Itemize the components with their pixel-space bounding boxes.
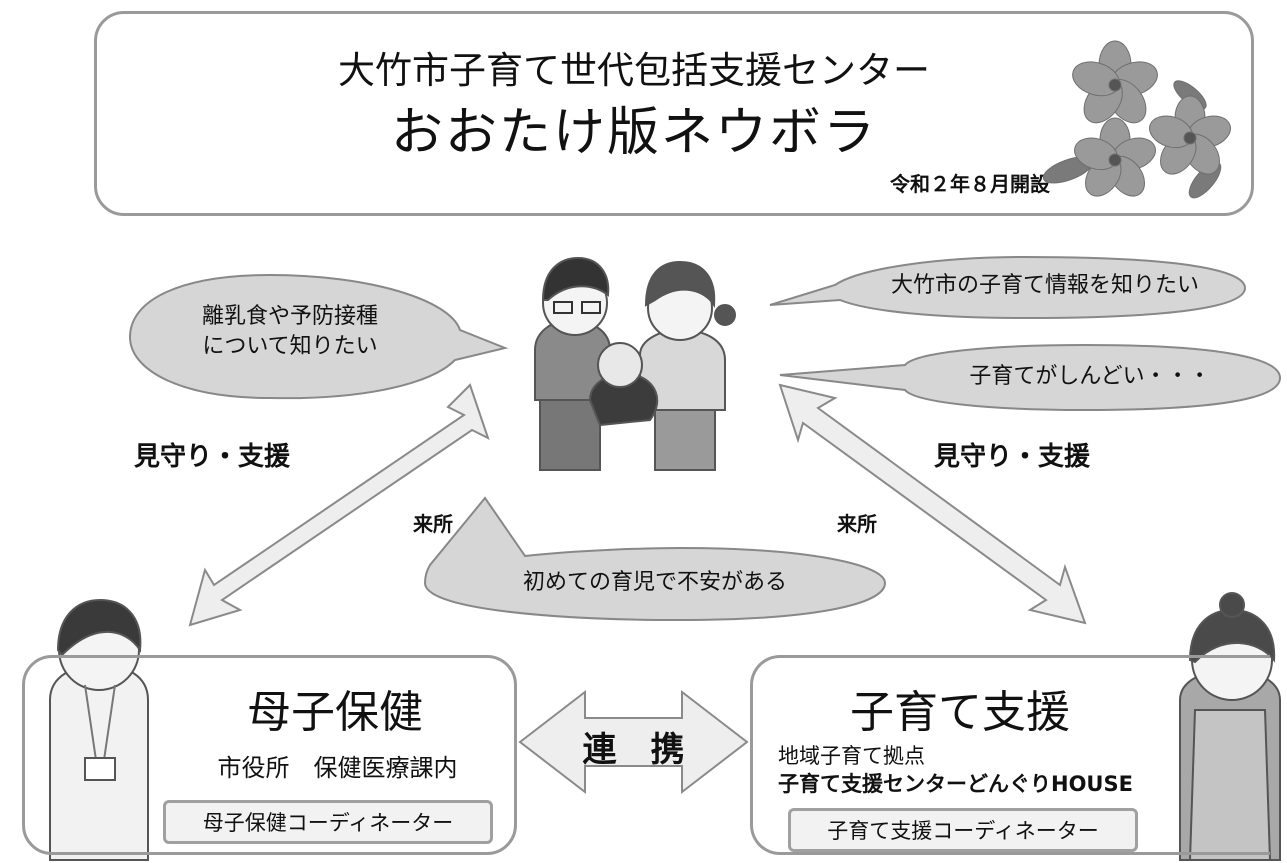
bubble-right-top-text: 大竹市の子育て情報を知りたい xyxy=(890,273,1199,298)
bubble-right-mid-text: 子育てがしんどい・・・ xyxy=(969,364,1211,389)
flower-illustration xyxy=(1042,40,1231,199)
maternal-health-location: 市役所 保健医療課内 xyxy=(217,754,458,782)
arrow-left-diagonal xyxy=(188,383,490,627)
arrow-horizontal xyxy=(518,689,749,795)
flower-2 xyxy=(1149,95,1231,175)
visit-label-right: 来所 xyxy=(837,512,877,536)
support-label-right: 見守り・支援 xyxy=(934,442,1091,472)
nurse-illustration xyxy=(49,598,149,861)
maternal-health-coordinator: 母子保健コーディネーター xyxy=(163,800,493,844)
header-subtitle: おおたけ版ネウボラ xyxy=(390,103,877,163)
bubble-right-top xyxy=(769,255,1247,320)
arrow-right-diagonal xyxy=(778,383,1087,625)
maternal-health-title: 母子保健 xyxy=(247,687,423,738)
maternal-health-panel xyxy=(22,655,517,855)
bubble-right-mid xyxy=(779,343,1282,412)
childcare-support-coordinator: 子育て支援コーディネーター xyxy=(788,808,1138,852)
bubble-left-text: 離乳食や予防接種 について知りたい xyxy=(201,304,378,359)
bubble-center xyxy=(423,496,887,622)
established-date: 令和２年８月開設 xyxy=(890,172,1050,196)
header-panel xyxy=(94,11,1254,216)
bubble-center-text: 初めての育児で不安がある xyxy=(522,570,787,595)
bubble-left xyxy=(128,273,509,400)
visit-label-left: 来所 xyxy=(413,512,453,536)
childcare-center-name: 子育て支援センターどんぐりHOUSE xyxy=(778,772,1133,796)
childcare-hub-label: 地域子育て拠点 xyxy=(778,744,925,768)
header-title: 大竹市子育て世代包括支援センター xyxy=(338,49,930,92)
childcare-support-panel xyxy=(750,655,1270,855)
flower-3 xyxy=(1074,117,1156,197)
flower-1 xyxy=(1072,40,1158,124)
childcare-support-title: 子育て支援 xyxy=(850,687,1070,738)
support-label-left: 見守り・支援 xyxy=(134,442,291,472)
family-illustration xyxy=(534,256,736,471)
cooperation-label: 連 携 xyxy=(582,730,685,770)
